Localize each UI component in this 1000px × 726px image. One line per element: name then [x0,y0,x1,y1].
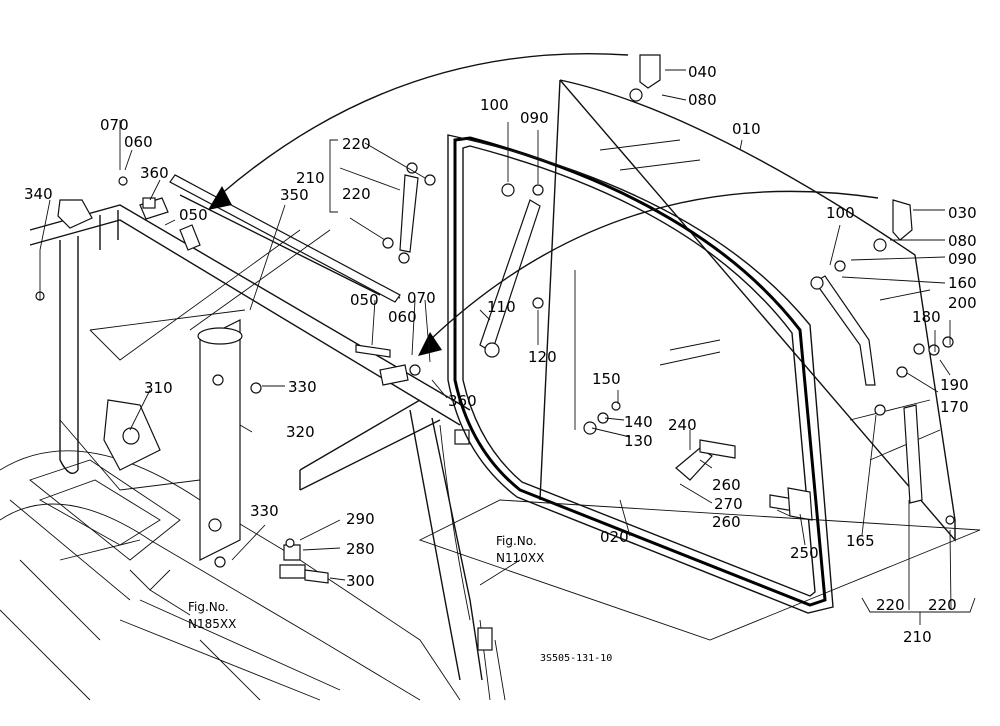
callout-210-a: 210 [296,169,325,187]
callout-290: 290 [346,510,375,528]
callout-060-a: 060 [124,133,153,151]
fig-ref-n110-code: N110XX [496,551,544,565]
callout-020: 020 [600,528,629,546]
callout-050-b: 050 [350,291,379,309]
callout-090-a: 090 [520,109,549,127]
callout-110: 110 [487,298,516,316]
fig-ref-n185-label: Fig.No. [188,600,229,614]
callout-220-a: 220 [342,135,371,153]
callout-200: 200 [948,294,977,312]
callout-130: 130 [624,432,653,450]
callout-080-a: 080 [688,91,717,109]
door-hardware [382,54,955,525]
callout-030: 030 [948,204,977,222]
callout-220-d: 220 [928,596,957,614]
callout-100-a: 100 [480,96,509,114]
callout-260-a: 260 [712,476,741,494]
callout-100-b: 100 [826,204,855,222]
cab-frame [0,174,506,701]
door-glass [539,79,956,542]
callout-310: 310 [144,379,173,397]
callout-300: 300 [346,572,375,590]
cab-components [35,174,421,584]
leader-lines [39,69,981,641]
callout-270: 270 [714,495,743,513]
callout-220-b: 220 [342,185,371,203]
callout-220-c: 220 [876,596,905,614]
callout-070-b: 070 [407,289,436,307]
callout-070-a: 070 [100,116,129,134]
callout-280: 280 [346,540,375,558]
callouts: 010 020 030 040 050 050 060 060 070 070 … [24,63,977,646]
callout-150: 150 [592,370,621,388]
door-seal [447,134,834,614]
callout-260-b: 260 [712,513,741,531]
callout-060-b: 060 [388,308,417,326]
callout-330-b: 330 [250,502,279,520]
callout-010: 010 [732,120,761,138]
callout-180: 180 [912,308,941,326]
callout-340: 340 [24,185,53,203]
callout-040: 040 [688,63,717,81]
callout-140: 140 [624,413,653,431]
callout-090-b: 090 [948,250,977,268]
figure-references: Fig.No. N110XX Fig.No. N185XX [188,534,544,631]
callout-080-b: 080 [948,232,977,250]
callout-165: 165 [846,532,875,550]
callout-250: 250 [790,544,819,562]
callout-240: 240 [668,416,697,434]
callout-160: 160 [948,274,977,292]
callout-350: 350 [280,186,309,204]
callout-170: 170 [940,398,969,416]
motion-arrows [208,52,879,356]
callout-360-b: 360 [448,392,477,410]
callout-210-b: 210 [903,628,932,646]
callout-050-a: 050 [179,206,208,224]
fig-ref-n110-label: Fig.No. [496,534,537,548]
fig-ref-n185-code: N185XX [188,617,236,631]
callout-330-a: 330 [288,378,317,396]
drawing-code: 3S505-131-10 [540,653,612,664]
callout-320: 320 [286,423,315,441]
callout-360-a: 360 [140,164,169,182]
callout-190: 190 [940,376,969,394]
callout-120: 120 [528,348,557,366]
